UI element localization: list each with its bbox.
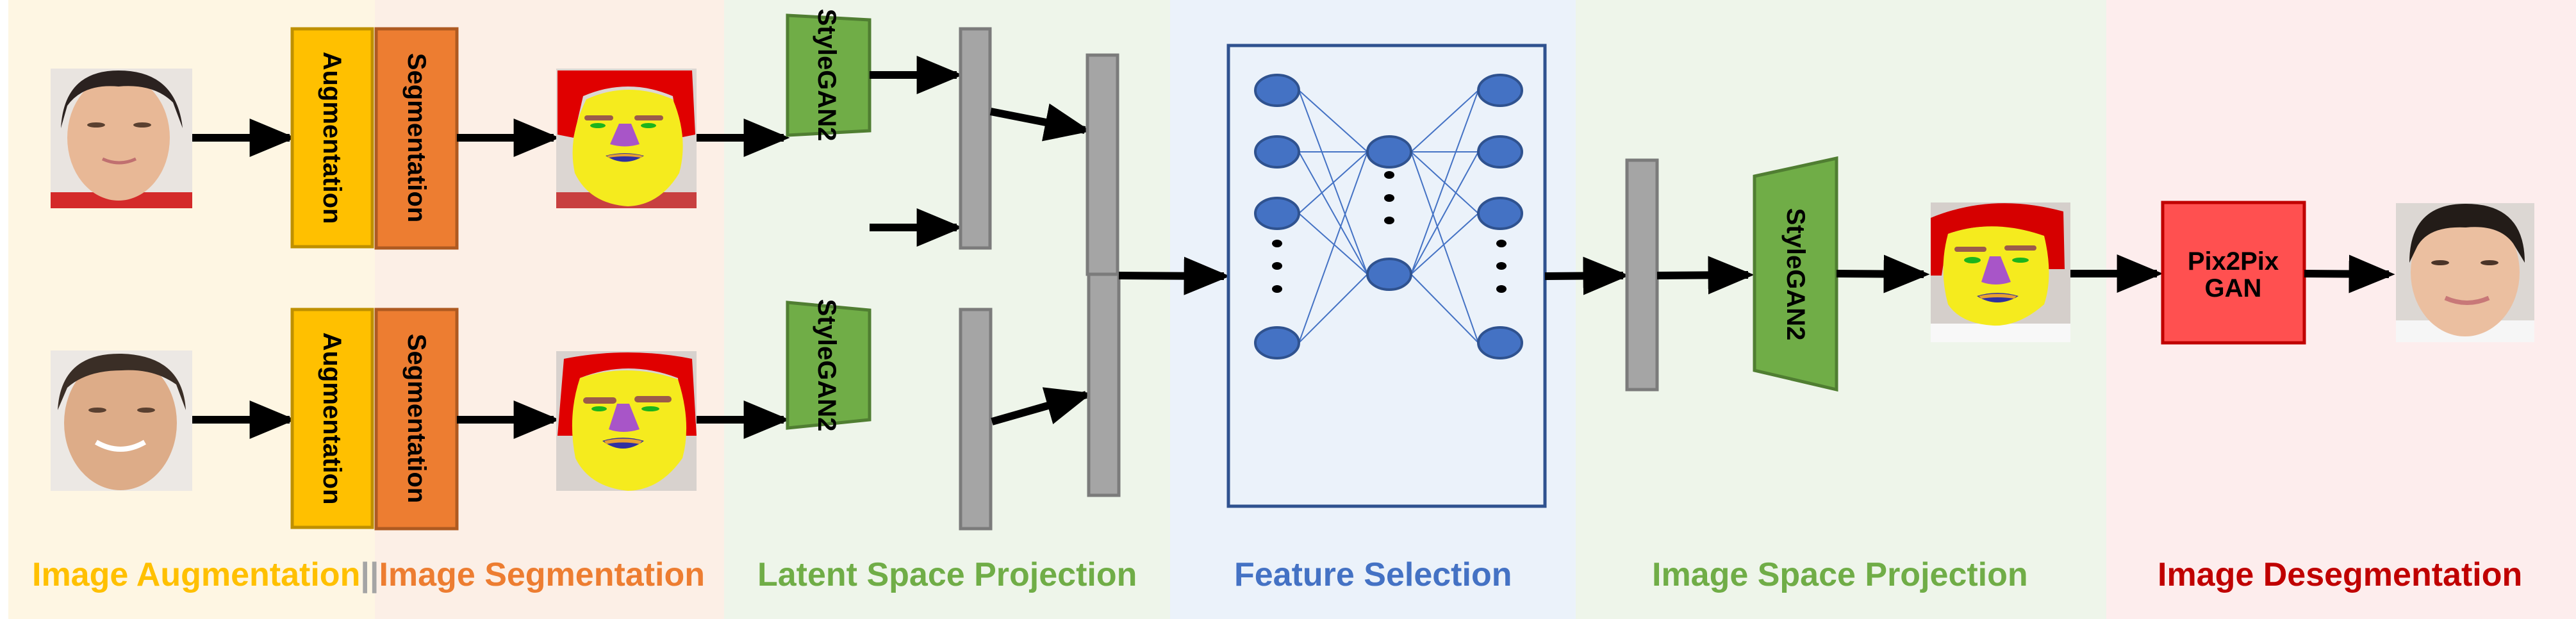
output-ellipsis-dot: [1496, 240, 1507, 247]
input-layer-node: [1254, 135, 1300, 169]
hidden-ellipsis-dot: [1384, 194, 1394, 202]
network-edge: [1410, 274, 1479, 343]
arrow-vector-to-stylegan-generator: [1656, 256, 1754, 295]
generated-segmentation-map: [1931, 202, 2070, 342]
input-ellipsis-dot: [1272, 240, 1282, 247]
segmentation-block-2: Segmentation: [374, 308, 459, 531]
network-edge: [1410, 151, 1479, 275]
output-layer-node: [1477, 326, 1523, 359]
augmentation-block-2: Augmentation: [290, 308, 374, 529]
pix2pix-gan-block: Pix2Pix GAN: [2161, 201, 2306, 345]
section-label-feature: Feature Selection: [1234, 556, 1512, 593]
network-edge: [1410, 213, 1479, 275]
output-layer-node: [1477, 74, 1523, 107]
section-label-desegmentation: Image Desegmentation: [2158, 556, 2523, 593]
augmentation-block-1: Augmentation: [290, 27, 374, 249]
section-separator: ||: [360, 556, 379, 593]
network-edge: [1410, 90, 1479, 275]
network-edge: [1298, 274, 1368, 343]
segmented-face-2: [556, 351, 697, 491]
input-layer-node: [1254, 74, 1300, 107]
section-label-imagespace: Image Space Projection: [1652, 556, 2028, 593]
pix2pix-label-line2: GAN: [2205, 274, 2262, 302]
stylegan2-encoder-1: StyleGAN2: [786, 9, 871, 142]
input-face-2: [51, 351, 192, 491]
network-edge: [1410, 90, 1479, 153]
stylegan2-encoder-2: StyleGAN2: [786, 299, 871, 432]
output-layer-node: [1477, 135, 1523, 169]
network-edge: [1298, 213, 1368, 275]
concat-vector-bottom: [1087, 272, 1121, 497]
network-edge: [1410, 151, 1479, 343]
network-edge: [1298, 90, 1368, 153]
segmentation-block-1: Segmentation: [374, 27, 459, 250]
hidden-layer-node: [1366, 258, 1412, 291]
input-ellipsis-dot: [1272, 285, 1282, 293]
input-layer-node: [1254, 197, 1300, 230]
augmentation-label-2: Augmentation: [318, 333, 346, 505]
network-nodes: [1254, 74, 1523, 359]
arrow-latent2-to-concat: [991, 387, 1093, 425]
augmentation-label-1: Augmentation: [318, 52, 346, 224]
output-ellipsis-dot: [1496, 285, 1507, 293]
output-ellipsis-dot: [1496, 262, 1507, 270]
output-layer-node: [1477, 197, 1523, 230]
segmentation-label-1: Segmentation: [402, 53, 431, 222]
selected-latent-vector: [1625, 158, 1659, 392]
stylegan2-generator: StyleGAN2: [1753, 156, 1838, 392]
stylegan2-label-1: StyleGAN2: [813, 9, 841, 142]
stylegan2-label-2: StyleGAN2: [813, 299, 841, 432]
output-face: [2396, 203, 2534, 342]
section-label-latent: Latent Space Projection: [757, 556, 1137, 593]
pix2pix-label-line1: Pix2Pix: [2188, 247, 2279, 276]
hidden-ellipsis-dot: [1384, 171, 1394, 179]
concat-vector-top: [1086, 53, 1119, 276]
latent-vector-2: [959, 308, 993, 531]
hidden-ellipsis-dot: [1384, 217, 1394, 224]
segmented-face-1: [556, 69, 697, 208]
stylegan2-label-3: StyleGAN2: [1781, 208, 1810, 341]
segmentation-title: Image Segmentation: [379, 556, 706, 593]
network-edge: [1298, 151, 1368, 214]
input-ellipsis-dot: [1272, 262, 1282, 270]
hidden-layer-node: [1366, 135, 1412, 169]
latent-vector-1: [959, 27, 992, 250]
network-edge: [1298, 151, 1368, 275]
augmentation-title: Image Augmentation: [32, 556, 361, 593]
network-edge: [1298, 151, 1368, 343]
input-layer-node: [1254, 326, 1300, 359]
section-label-augmentation: Image Augmentation||Image Segmentation: [32, 552, 705, 597]
arrow-latent1-to-concat: [989, 103, 1091, 142]
network-ellipsis: [1272, 171, 1507, 293]
input-face-1: [51, 69, 192, 208]
network-edges: [1298, 90, 1479, 343]
segmentation-label-2: Segmentation: [402, 334, 431, 503]
